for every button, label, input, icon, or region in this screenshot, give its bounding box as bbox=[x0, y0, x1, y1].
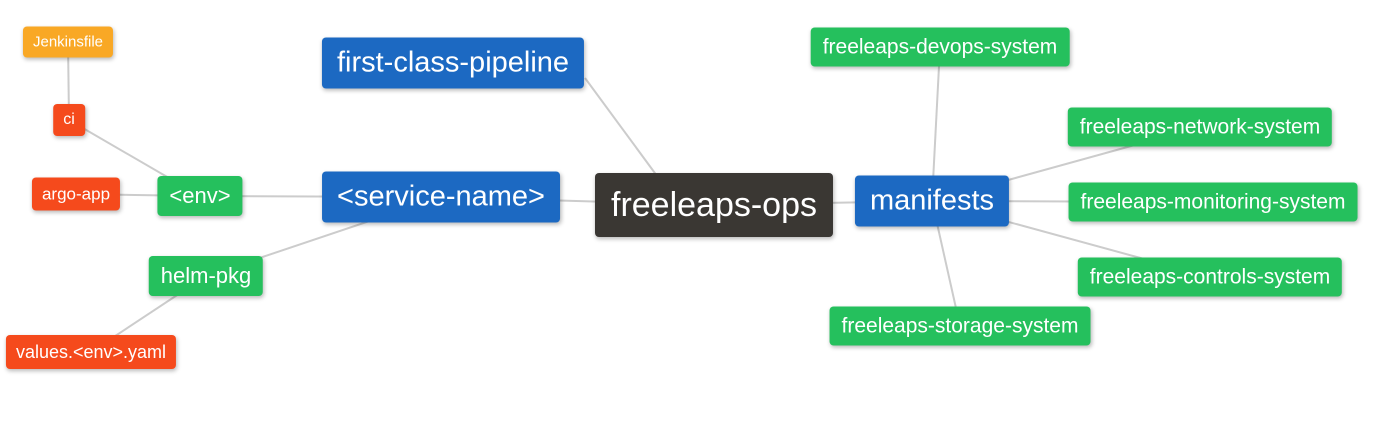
node-freeleaps-devops-system[interactable]: freeleaps-devops-system bbox=[810, 27, 1070, 67]
node-freeleaps-monitoring-system[interactable]: freeleaps-monitoring-system bbox=[1068, 182, 1358, 222]
node-jenkinsfile[interactable]: Jenkinsfile bbox=[22, 26, 114, 58]
edge-first-class-pipeline-to-freeleaps-ops bbox=[584, 77, 661, 181]
node-service-name[interactable]: <service-name> bbox=[322, 171, 560, 223]
node-freeleaps-storage-system[interactable]: freeleaps-storage-system bbox=[829, 306, 1091, 346]
node-manifests[interactable]: manifests bbox=[854, 175, 1010, 227]
node-freeleaps-ops[interactable]: freeleaps-ops bbox=[594, 173, 834, 237]
node-freeleaps-controls-system[interactable]: freeleaps-controls-system bbox=[1077, 257, 1343, 297]
node-freeleaps-network-system[interactable]: freeleaps-network-system bbox=[1067, 107, 1333, 147]
node-helm-pkg[interactable]: helm-pkg bbox=[148, 256, 264, 296]
node-values-env-yaml[interactable]: values.<env>.yaml bbox=[5, 335, 177, 369]
node-first-class-pipeline[interactable]: first-class-pipeline bbox=[321, 37, 585, 89]
edge-manifests-to-freeleaps-devops-system bbox=[931, 46, 941, 202]
node-env[interactable]: <env> bbox=[157, 176, 243, 216]
node-ci[interactable]: ci bbox=[53, 104, 85, 136]
node-argo-app[interactable]: argo-app bbox=[31, 177, 121, 211]
